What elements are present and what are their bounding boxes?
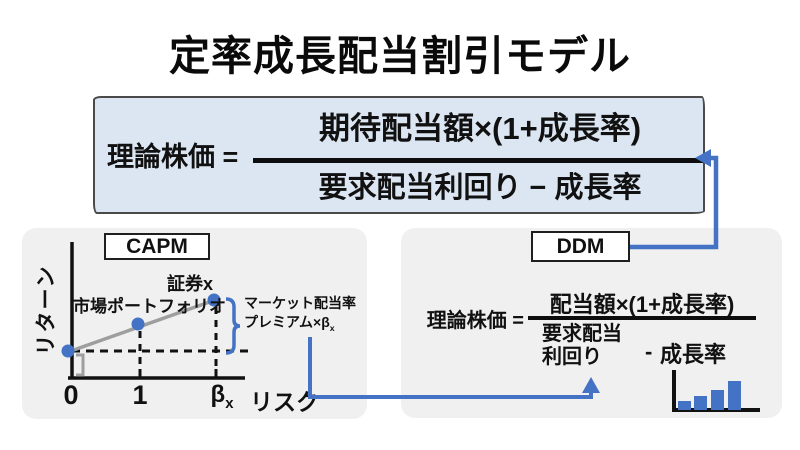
- main-formula-lhs: 理論株価 =: [107, 142, 239, 172]
- main-formula-numerator: 期待配当額×(1+成長率): [318, 111, 642, 146]
- page-title: 定率成長配当割引モデル: [169, 33, 631, 79]
- return-axis-label: リターン: [35, 264, 58, 356]
- beta-subscript: x: [225, 395, 234, 412]
- main-fraction-bar: [253, 158, 707, 163]
- bar-3: [711, 390, 724, 410]
- security-x-label: 証券x: [167, 274, 214, 294]
- market-portfolio-label: 市場ポートフォリオ: [73, 297, 226, 316]
- capm-graph: [61, 242, 252, 380]
- ddm-label: DDM: [531, 231, 630, 262]
- intercept-point: [61, 344, 75, 358]
- capm-label: CAPM: [104, 233, 210, 260]
- risk-axis-label: リスク: [250, 389, 319, 415]
- ddm-fraction-bar: [528, 316, 756, 320]
- premium-beta-subscript: x: [329, 322, 335, 333]
- main-formula-denominator: 要求配当利回り − 成長率: [318, 172, 642, 204]
- capm-panel: CAPM リターン 0 1 βx リスク 証券x 市場: [22, 228, 367, 419]
- ddm-panel: DDM 理論株価 = 配当額×(1+成長率) 要求配当 利回り - 成長率: [401, 228, 782, 418]
- ddm-formula-numerator: 配当額×(1+成長率): [549, 292, 735, 317]
- market-portfolio-point: [131, 317, 145, 331]
- curly-brace-icon: [225, 297, 241, 355]
- main-formula-box: 理論株価 = 期待配当額×(1+成長率) 要求配当利回り − 成長率: [93, 96, 707, 214]
- ddm-formula-denominator: 要求配当 利回り: [542, 323, 622, 369]
- ddm-minus-sign: -: [645, 339, 653, 364]
- bar-4: [728, 381, 741, 410]
- ddm-denominator-line1: 要求配当: [542, 323, 622, 345]
- ddm-growth-rate-label: 成長率: [660, 342, 727, 367]
- market-premium-line2: プレミアム×β: [244, 314, 330, 330]
- tick-label-0: 0: [63, 380, 79, 410]
- risk-free-bracket-icon: [76, 353, 85, 377]
- bar-chart-icon: [672, 370, 760, 412]
- security-x-point: [207, 293, 221, 307]
- ddm-denominator-line2: 利回り: [542, 346, 602, 368]
- market-premium-line1: マーケット配当率: [244, 295, 356, 311]
- beta-symbol: β: [210, 381, 226, 408]
- bar-1: [678, 401, 691, 410]
- bar-2: [694, 396, 707, 410]
- market-premium-label: マーケット配当率 プレミアム×βx: [244, 294, 356, 338]
- ddm-formula-lhs: 理論株価 =: [426, 310, 524, 332]
- tick-label-beta: βx: [207, 381, 237, 412]
- tick-label-1: 1: [132, 380, 148, 410]
